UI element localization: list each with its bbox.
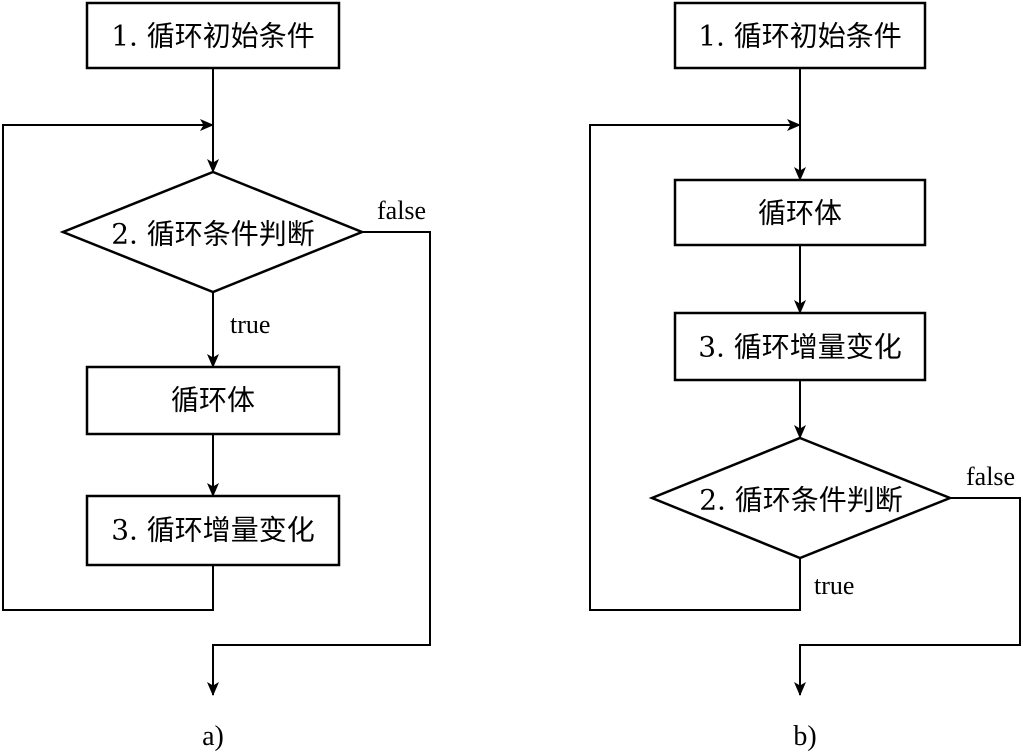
node-a-condition — [59, 170, 366, 294]
edge-b-false-label: false — [966, 462, 1015, 491]
node-b-init-label: 1. 循环初始条件 — [698, 20, 902, 53]
node-b-condition-label: 2. 循环条件判断 — [699, 484, 903, 517]
edge-b-loop-back-true — [589, 119, 801, 611]
caption-a: a) — [202, 721, 224, 752]
edge-a-condition-false — [207, 231, 431, 696]
edge-b-true-label: true — [814, 571, 854, 600]
node-b-condition — [648, 436, 954, 560]
edge-a-false-label: false — [377, 196, 426, 225]
edge-b-condition-false — [794, 497, 1021, 696]
edge-a-true-label: true — [230, 310, 270, 339]
node-a-condition-label: 2. 循环条件判断 — [111, 218, 315, 251]
node-a-init-label: 1. 循环初始条件 — [111, 20, 315, 53]
node-a-body-label: 循环体 — [171, 384, 255, 417]
node-b-body — [673, 178, 927, 247]
node-b-body-label: 循环体 — [758, 197, 842, 230]
flowchart-b: 1. 循环初始条件 循环体 3. 循环增量变化 2. 循环条件判断 true f… — [589, 1, 1021, 752]
edge-a-loop-back — [2, 119, 214, 611]
node-a-increment — [85, 494, 341, 567]
node-a-increment-label: 3. 循环增量变化 — [111, 514, 315, 547]
node-a-init — [85, 1, 341, 70]
caption-b: b) — [793, 721, 816, 752]
node-a-body — [85, 365, 341, 436]
node-b-increment-label: 3. 循环增量变化 — [698, 331, 902, 364]
flowchart-a: 1. 循环初始条件 2. 循环条件判断 循环体 3. 循环增量变化 true f… — [2, 1, 431, 752]
node-b-init — [673, 1, 927, 70]
node-b-increment — [673, 311, 927, 382]
